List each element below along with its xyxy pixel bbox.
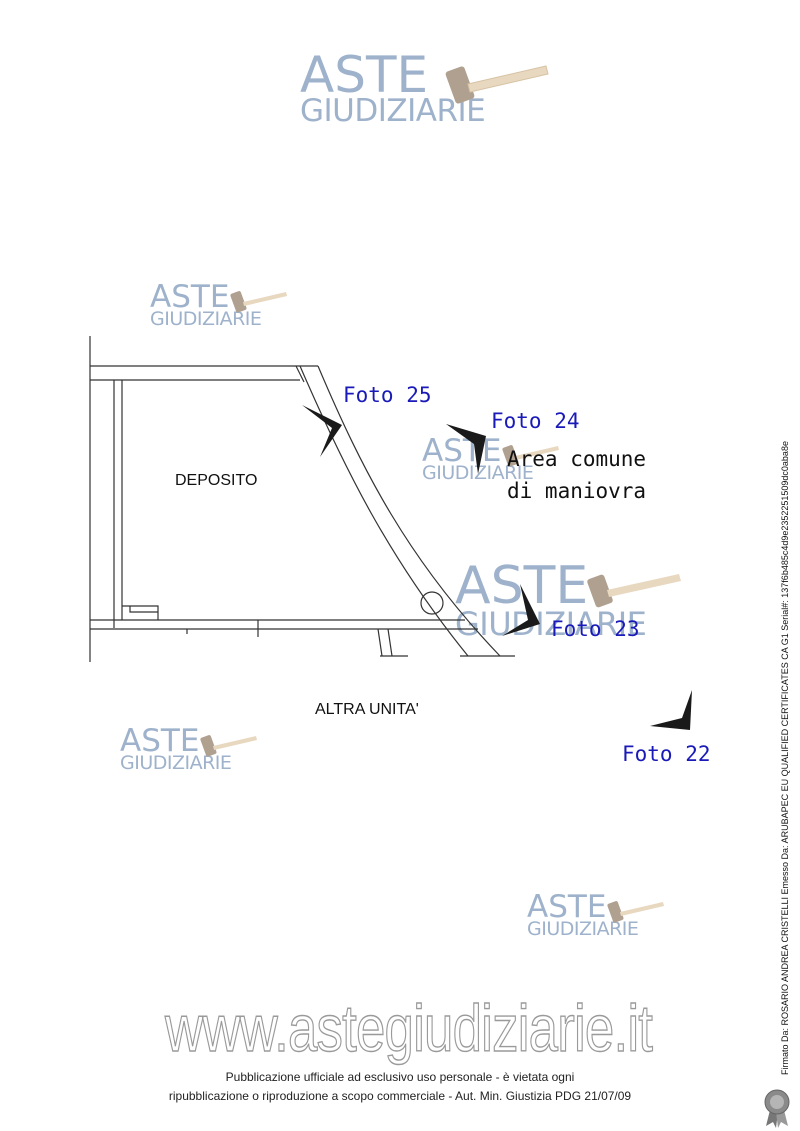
watermark-aste-text: ASTE <box>422 433 502 469</box>
watermark-aste-text: ASTE <box>455 556 589 616</box>
watermark-giudiziarie-text: GIUDIZIARIE <box>527 918 639 940</box>
gavel-icon <box>502 445 559 467</box>
room-label-deposito: DEPOSITO <box>175 472 258 489</box>
photo-label-25: Foto 25 <box>343 383 432 407</box>
area-comune-line-1: Area comune <box>507 447 647 471</box>
watermark-aste-text: ASTE <box>150 279 230 315</box>
footer-line-2: ripubblicazione o riproduzione a scopo c… <box>168 1089 632 1103</box>
watermark-aste-text: ASTE <box>120 723 200 759</box>
gavel-icon <box>587 574 681 608</box>
watermark-giudiziarie-text: GIUDIZIARIE <box>455 605 647 643</box>
watermark-aste-text: ASTE <box>527 889 607 925</box>
watermark-logo-small-4: ASTE GIUDIZIARIE <box>527 889 664 940</box>
watermark-logo-small-3: ASTE GIUDIZIARIE <box>120 723 257 774</box>
area-comune-label: Area comune di maniovra <box>507 443 646 507</box>
watermark-logo-small-1: ASTE GIUDIZIARIE <box>150 279 287 330</box>
photo-label-23: Foto 23 <box>551 617 640 641</box>
gavel-icon <box>200 735 257 757</box>
watermark-giudiziarie-text: GIUDIZIARIE <box>300 93 486 129</box>
watermark-logo-medium: ASTE GIUDIZIARIE <box>455 556 681 643</box>
photo-direction-arrow-25 <box>302 405 342 457</box>
watermark-giudiziarie-text: GIUDIZIARIE <box>120 752 232 774</box>
photo-direction-arrow-23 <box>502 584 540 636</box>
gavel-icon <box>445 65 549 104</box>
watermark-giudiziarie-text: GIUDIZIARIE <box>150 308 262 330</box>
footer-line-1: Pubblicazione ufficiale ad esclusivo uso… <box>225 1070 575 1084</box>
site-url-watermark: www.astegiudiziarie.it <box>164 990 653 1065</box>
area-comune-line-2: di maniovra <box>507 479 647 503</box>
photo-direction-arrow-24 <box>446 424 486 474</box>
room-label-altra-unita: ALTRA UNITA' <box>315 701 419 718</box>
photo-label-24: Foto 24 <box>491 409 580 433</box>
seal-icon <box>764 1089 790 1128</box>
gavel-icon <box>230 291 287 313</box>
photo-direction-arrow-22 <box>650 690 692 730</box>
watermark-logo-top: ASTE GIUDIZIARIE <box>300 46 549 129</box>
gavel-icon <box>607 901 664 923</box>
watermark-aste-text: ASTE <box>300 46 429 104</box>
photo-label-22: Foto 22 <box>622 742 711 766</box>
digital-signature-note: Firmato Da: ROSARIO ANDREA CRISTELLI Eme… <box>780 441 790 1075</box>
